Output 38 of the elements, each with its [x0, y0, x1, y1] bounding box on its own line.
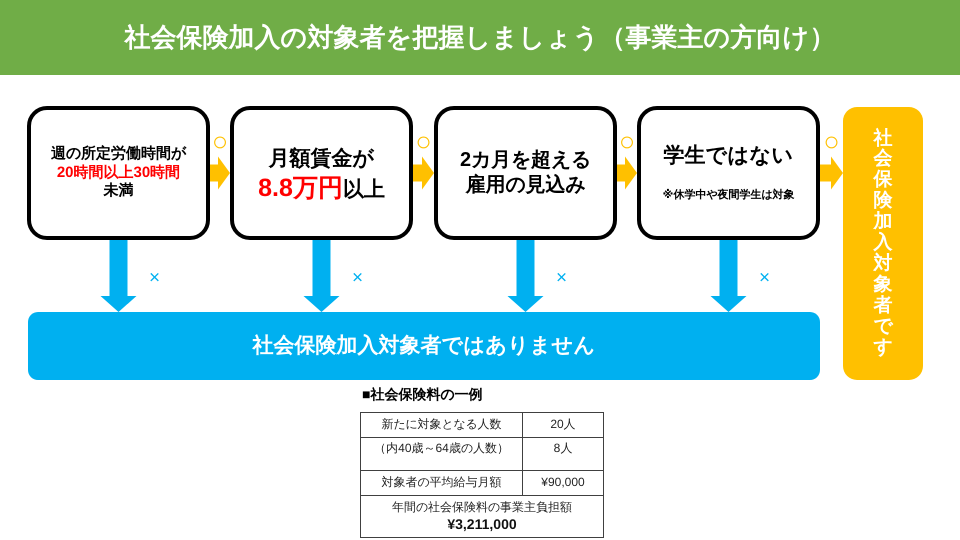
- condition-box: [637, 106, 820, 240]
- table-cell: ¥90,000: [522, 470, 604, 496]
- table-cell: 新たに対象となる人数: [360, 412, 522, 438]
- arrow: [508, 240, 544, 312]
- arrow: [100, 240, 136, 312]
- edge-label: ○: [210, 128, 230, 156]
- condition-box: [27, 106, 210, 240]
- arrow: [820, 156, 843, 190]
- edge-label: ○: [618, 128, 636, 156]
- table-cell: 20人: [522, 412, 604, 438]
- arrow: [413, 156, 434, 190]
- title-banner: 社会保険加入の対象者を把握しましょう（事業主の方向け）: [0, 0, 960, 75]
- edge-label: ×: [758, 268, 772, 288]
- result-panel: [843, 107, 923, 380]
- table-cell: 対象者の平均給与月額: [360, 470, 522, 496]
- edge-label: ×: [148, 268, 162, 288]
- edge-label: ○: [414, 128, 433, 156]
- result-text: 社会保険加入対象者ではありません: [252, 332, 596, 359]
- condition-text: 学生ではない: [664, 143, 794, 169]
- result-bar: [28, 312, 820, 380]
- vertical-text: 社会保険加入対象者です: [874, 128, 892, 358]
- table-cell: 8人: [522, 438, 604, 470]
- condition-box: [230, 106, 413, 240]
- note-text: ※休学中や夜間学生は対象: [662, 189, 794, 203]
- edge-label: ×: [554, 268, 568, 288]
- table-heading: ■社会保険料の一例: [362, 386, 482, 404]
- arrow: [304, 240, 340, 312]
- table-cell: （内40歳～64歳の人数）: [360, 438, 522, 470]
- arrow: [617, 156, 637, 190]
- edge-label: ○: [822, 128, 841, 156]
- arrow: [710, 240, 746, 312]
- table-cell: 年間の社会保険料の事業主負担額¥3,211,000: [360, 496, 604, 538]
- condition-text: 2カ月を超える雇用の見込み: [458, 148, 592, 198]
- edge-label: ×: [350, 268, 364, 288]
- condition-box: [434, 106, 617, 240]
- condition-text: 月額賃金が8.8万円以上: [258, 146, 385, 204]
- condition-text: 週の所定労働時間が20時間以上30時間未満: [51, 144, 186, 202]
- arrow: [210, 156, 230, 190]
